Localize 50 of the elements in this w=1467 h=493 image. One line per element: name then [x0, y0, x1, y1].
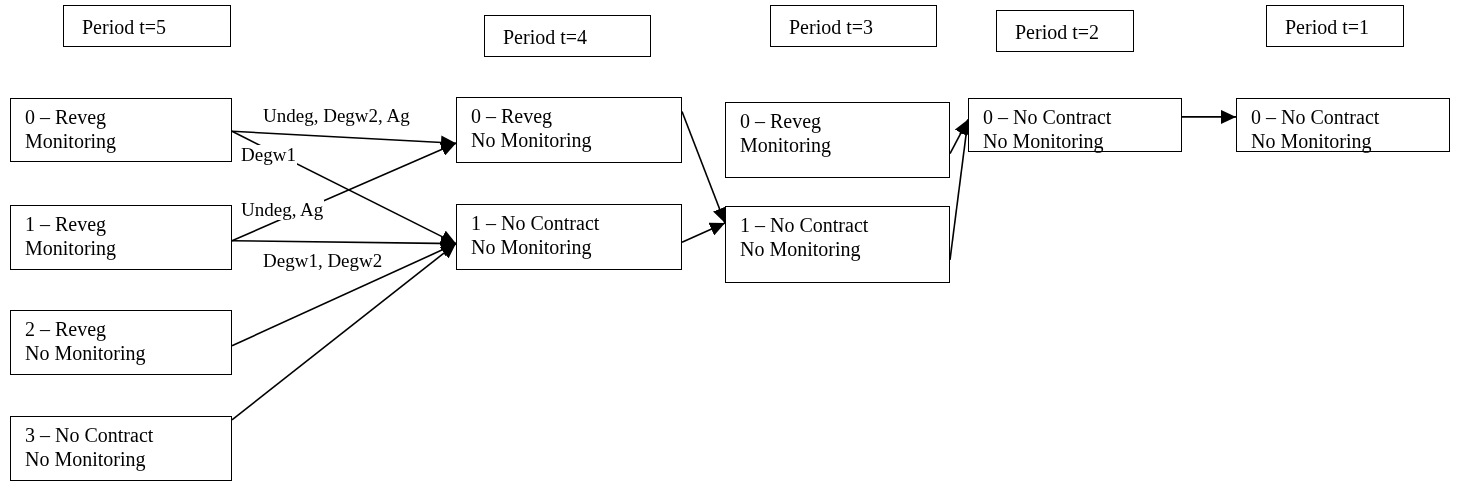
state-box	[10, 416, 232, 481]
edge-label: Undeg, Degw2, Ag	[262, 106, 411, 126]
period-label: Period t=4	[503, 25, 588, 49]
monitoring-label: 3 – No Contract	[25, 423, 154, 447]
state-box	[725, 206, 950, 283]
arrow	[1181, 109, 1237, 124]
monitoring-label: 1 – No Contract	[740, 213, 869, 237]
monitoring-label: 2 – Reveg	[25, 317, 107, 341]
monitoring-label: Monitoring	[740, 133, 832, 157]
monitoring-label: Monitoring	[25, 236, 117, 260]
monitoring-label: No Monitoring	[471, 235, 592, 259]
monitoring-label: Monitoring	[25, 129, 117, 153]
monitoring-label: No Monitoring	[471, 128, 592, 152]
edge-label: Undeg, Ag	[240, 200, 325, 220]
edge-label: Degw1	[240, 145, 297, 165]
edge-label: Degw1, Degw2	[262, 251, 384, 271]
monitoring-label: No Monitoring	[25, 447, 146, 471]
monitoring-label: 1 – No Contract	[471, 211, 600, 235]
state-box	[456, 97, 682, 163]
arrow	[681, 110, 727, 224]
state-box	[10, 310, 232, 375]
monitoring-label: 0 – No Contract	[983, 105, 1112, 129]
arrow	[681, 222, 726, 244]
arrow	[949, 118, 969, 155]
monitoring-label: No Monitoring	[740, 237, 861, 261]
state-box	[725, 102, 950, 178]
arrow	[231, 242, 457, 421]
period-box	[1266, 5, 1404, 47]
state-box	[968, 98, 1182, 152]
state-box	[456, 204, 682, 270]
monitoring-label: 0 – Reveg	[25, 105, 107, 129]
period-box	[996, 10, 1134, 52]
state-box	[10, 98, 232, 162]
monitoring-label: 0 – Reveg	[740, 109, 822, 133]
period-box	[63, 5, 231, 47]
period-box	[770, 5, 937, 47]
monitoring-label: No Monitoring	[983, 129, 1104, 153]
monitoring-label: No Monitoring	[25, 341, 146, 365]
period-label: Period t=2	[1015, 20, 1100, 44]
state-box	[1236, 98, 1450, 152]
monitoring-label: 0 – Reveg	[471, 104, 553, 128]
period-label: Period t=1	[1285, 15, 1370, 39]
period-label: Period t=5	[82, 15, 167, 39]
period-label: Period t=3	[789, 15, 874, 39]
state-box	[10, 205, 232, 270]
period-box	[484, 15, 651, 57]
arrow	[231, 130, 457, 150]
monitoring-label: No Monitoring	[1251, 129, 1372, 153]
monitoring-label: 0 – No Contract	[1251, 105, 1380, 129]
monitoring-label: 1 – Reveg	[25, 212, 107, 236]
